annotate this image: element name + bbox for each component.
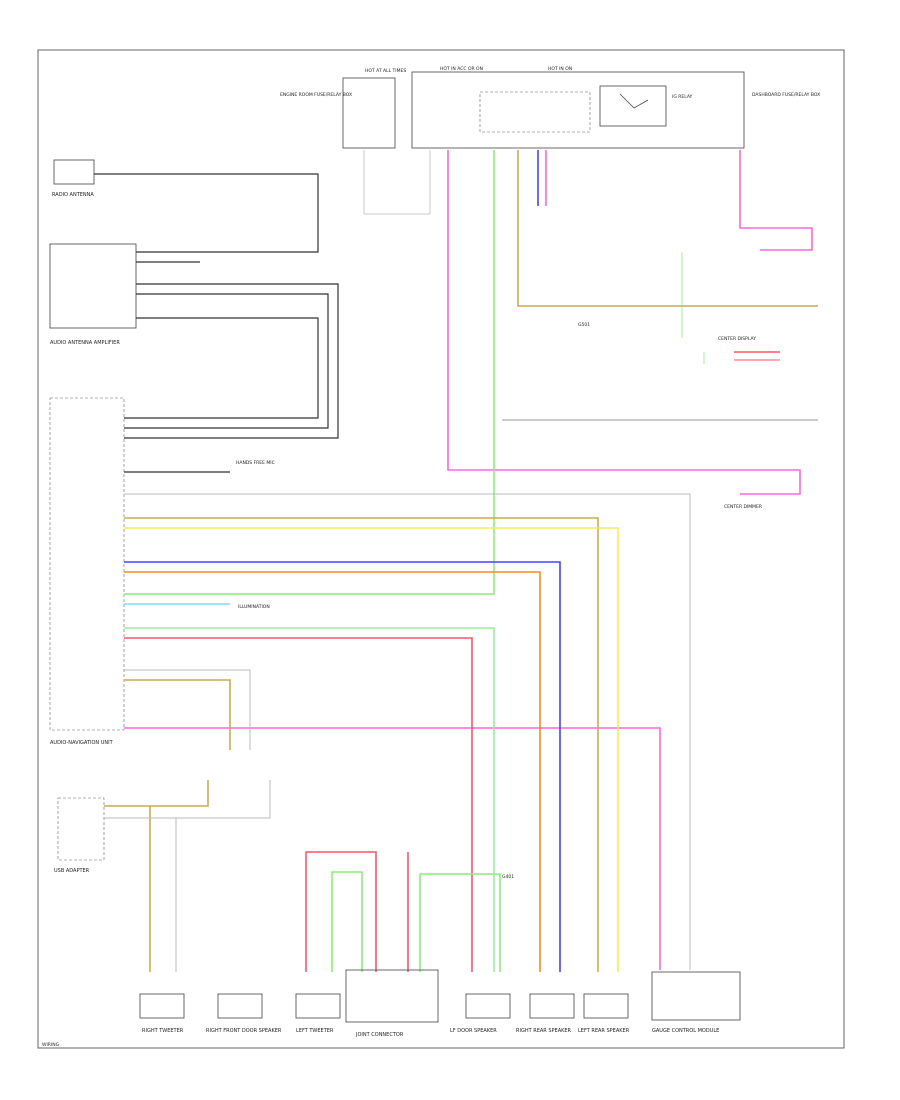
right-rear-speaker-label: RIGHT REAR SPEAKER <box>516 1028 572 1034</box>
fuse-hot-at-all-times: HOT AT ALL TIMES <box>365 68 406 74</box>
right-tweeter-label: RIGHT TWEETER <box>142 1028 184 1034</box>
antenna-wiring <box>94 173 339 473</box>
audio-unit-label: AUDIO-NAVIGATION UNIT <box>50 740 114 746</box>
left-components: RADIO ANTENNA AUDIO ANTENNA AMPLIFIER AU… <box>49 159 275 874</box>
hands-free-mic-label: HANDS FREE MIC <box>236 460 275 466</box>
usb-adapter-label: USB ADAPTER <box>54 868 90 874</box>
gauge-control-module-label: GAUGE CONTROL MODULE <box>652 1028 719 1034</box>
dashboard-fuse-box-label: DASHBOARD FUSE/RELAY BOX <box>752 92 820 98</box>
page-id: WIRING <box>42 1042 60 1048</box>
right-front-door-label: RIGHT FRONT DOOR SPEAKER <box>206 1028 282 1034</box>
illumination-label: ILLUMINATION <box>238 604 270 610</box>
engine-room-fuse-box-label: ENGINE ROOM FUSE/RELAY BOX <box>280 92 352 98</box>
bottom-components: RIGHT TWEETER RIGHT FRONT DOOR SPEAKER L… <box>42 969 741 1048</box>
lf-door-speaker-label: LF DOOR SPEAKER <box>450 1028 497 1034</box>
center-dimmer-label: CENTER DIMMER <box>724 504 762 510</box>
joint-connector-label: JOINT CONNECTOR <box>355 1032 404 1038</box>
ground-g401: G401 <box>502 874 514 880</box>
left-tweeter-label: LEFT TWEETER <box>296 1028 334 1034</box>
fuse-hot-in-on: HOT IN ON <box>548 66 572 72</box>
center-display-label: CENTER DISPLAY <box>718 336 756 342</box>
ig-relay-label: IG RELAY <box>672 94 693 100</box>
antenna-amp-label: AUDIO ANTENNA AMPLIFIER <box>50 340 120 346</box>
radio-antenna-label: RADIO ANTENNA <box>52 192 94 198</box>
colored-wiring <box>104 150 818 972</box>
ground-g501: G501 <box>578 322 590 328</box>
left-rear-speaker-label: LEFT REAR SPEAKER <box>578 1028 630 1034</box>
diagram-frame <box>37 49 845 1049</box>
misc-labels: G501 G401 CENTER DIMMER CENTER DISPLAY <box>502 322 762 880</box>
fuse-box-top: HOT AT ALL TIMES HOT IN ACC OR ON HOT IN… <box>280 66 820 149</box>
fuse-hot-in-acc: HOT IN ACC OR ON <box>440 66 483 72</box>
